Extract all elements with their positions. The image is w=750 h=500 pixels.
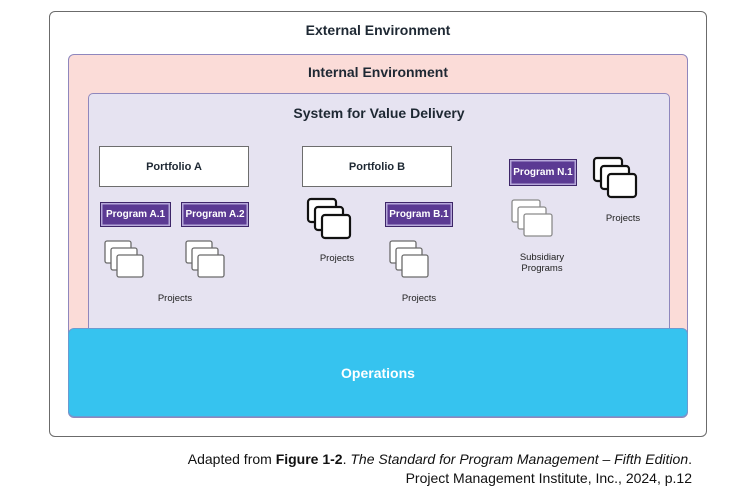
program-a1: Program A.1 <box>100 202 171 227</box>
operations-label: Operations <box>341 364 415 381</box>
projects-stack-b1-icon <box>389 240 429 278</box>
portfolio-a: Portfolio A <box>99 146 249 187</box>
projects-label-program-b1: Projects <box>401 293 437 304</box>
caption-prefix: Adapted from <box>187 451 276 467</box>
projects-label-program-n: Projects <box>605 213 641 224</box>
figure-caption: Adapted from Figure 1-2. The Standard fo… <box>188 450 692 488</box>
caption-line-2: Project Management Institute, Inc., 2024… <box>405 470 692 486</box>
projects-stack-portfolio-b-icon <box>306 197 352 240</box>
program-a2-label: Program A.2 <box>185 209 245 220</box>
caption-suffix: . <box>688 451 692 467</box>
system-for-value-delivery: System for Value Delivery <box>88 93 670 343</box>
caption-book-title: The Standard for Program Management – Fi… <box>350 451 689 467</box>
caption-line-1: Adapted from Figure 1-2. The Standard fo… <box>188 450 692 469</box>
subsidiary-label-line1: Subsidiary <box>519 252 565 263</box>
caption-separator: . <box>342 451 351 467</box>
program-n1-label: Program N.1 <box>513 167 573 178</box>
projects-label-portfolio-a: Projects <box>157 293 193 304</box>
subsidiary-programs-label: Subsidiary Programs <box>497 252 587 274</box>
portfolio-a-label: Portfolio A <box>146 160 202 173</box>
portfolio-b: Portfolio B <box>302 146 452 187</box>
projects-stack-a1-icon <box>104 240 144 278</box>
projects-label-portfolio-b: Projects <box>319 253 355 264</box>
program-n1: Program N.1 <box>509 159 577 186</box>
system-title: System for Value Delivery <box>293 105 465 121</box>
program-a1-label: Program A.1 <box>105 209 166 220</box>
caption-figure-ref: Figure 1-2 <box>275 451 343 467</box>
subsidiary-label-line2: Programs <box>521 263 563 274</box>
program-a2: Program A.2 <box>181 202 249 227</box>
internal-environment-title: Internal Environment <box>307 64 449 80</box>
subsidiary-programs-stack-icon <box>511 199 553 237</box>
projects-stack-a2-icon <box>185 240 225 278</box>
program-b1-label: Program B.1 <box>389 209 449 220</box>
portfolio-b-label: Portfolio B <box>348 160 406 173</box>
operations-box: Operations <box>68 328 688 417</box>
program-b1: Program B.1 <box>385 202 453 227</box>
external-environment-title: External Environment <box>305 22 451 38</box>
projects-stack-n-icon <box>592 156 638 199</box>
